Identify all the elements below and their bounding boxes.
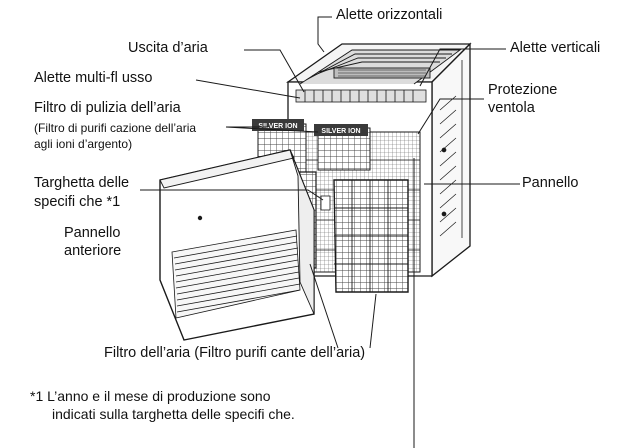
label-air-cleaning-filter-sub1: (Filtro di purifi cazione dell’aria — [34, 121, 197, 135]
label-spec-plate-line1: Targhetta delle — [34, 175, 130, 191]
label-multiflow-louvers: Alette multi-fl usso — [34, 70, 153, 86]
front-panel — [159, 149, 315, 341]
silver-ion-tag-left-text: SILVER ION — [258, 123, 297, 130]
horizontal-louvers — [299, 49, 462, 85]
label-fan-guard-line2: ventola — [488, 100, 535, 116]
spec-plate — [320, 195, 331, 211]
label-panel: Pannello — [522, 175, 579, 191]
label-spec-plate-line2: specifi che *1 — [34, 194, 121, 210]
air-cleaning-filter-right: SILVER ION — [314, 124, 371, 171]
label-air-cleaning-filter-sub2: agli ioni d’argento) — [34, 137, 133, 151]
label-air-cleaning-filter: Filtro di pulizia dell’aria — [34, 100, 181, 116]
leader-lines — [140, 16, 520, 448]
label-vertical-louvers: Alette verticali — [510, 40, 601, 56]
footnote-line2: indicati sulla targhetta delle specifi c… — [52, 406, 295, 422]
silver-ion-tag-right-text: SILVER ION — [321, 128, 360, 135]
label-fan-guard-line1: Protezione — [488, 82, 558, 98]
vertical-louvers — [295, 89, 427, 103]
side-vents — [439, 95, 457, 237]
label-air-outlet: Uscita d’aria — [128, 40, 208, 56]
label-front-panel-line1: Pannello — [64, 225, 121, 241]
label-horizontal-louvers: Alette orizzontali — [336, 7, 443, 23]
silver-ion-tag-right — [314, 124, 368, 136]
silver-ion-tag-left — [252, 119, 304, 131]
air-filter-right — [333, 179, 409, 293]
label-front-panel-line2: anteriore — [64, 243, 122, 259]
label-air-filter: Filtro dell’aria (Filtro purifi cante de… — [104, 345, 366, 361]
footnote-line1: *1 L’anno e il mese di produzione sono — [30, 388, 271, 404]
front-panel-grille — [171, 229, 301, 319]
